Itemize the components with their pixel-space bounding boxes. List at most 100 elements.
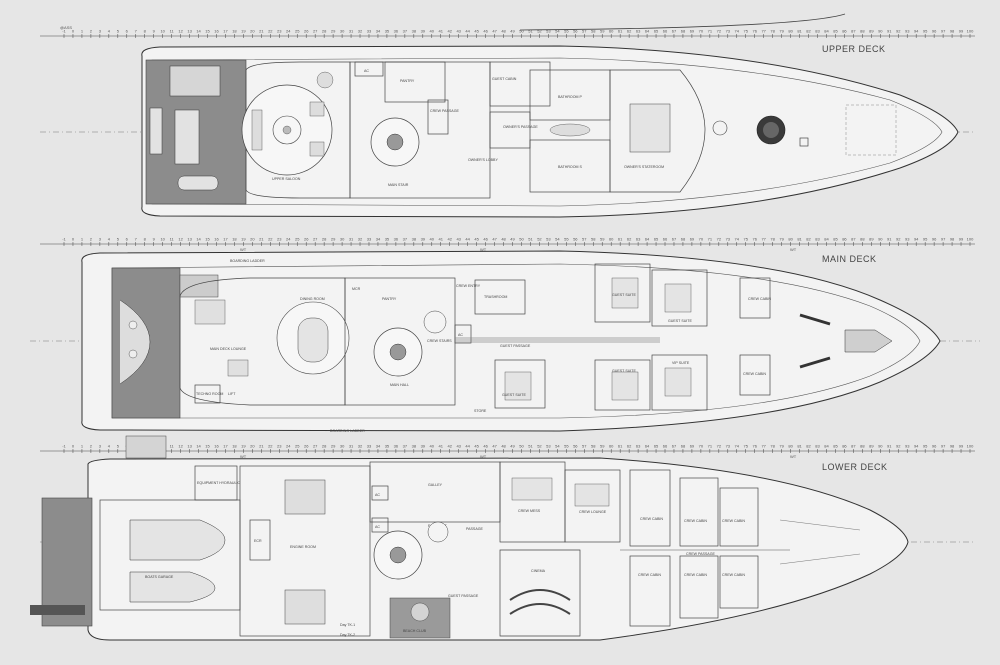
ruler-tick-label: 9 [153,29,156,34]
upper-owners-lobby-label: OWNER'S LOBBY [468,158,498,162]
lower-crew-cabin-a [629,469,671,547]
lower-tender-boat [129,519,226,561]
main-suite-bed [611,277,639,309]
ruler-tick-label: 52 [537,444,542,449]
ruler-tick-label: 29 [331,237,336,242]
ruler-tick-label: 3 [99,444,102,449]
upper-owners-stateroom [609,69,706,193]
main-stair-well [389,343,407,361]
ruler-tick-label: 94 [914,237,919,242]
ruler-tick-label: 8 [144,29,147,34]
ruler-tick-label: 67 [672,444,677,449]
ruler-tick-label: 93 [905,444,910,449]
ruler-tick-label: 81 [797,237,802,242]
ruler-tick-label: 98 [950,237,955,242]
ruler-tick-label: 0 [72,444,75,449]
ruler-tick-label: 97 [941,444,946,449]
ruler-tick-label: 58 [591,29,596,34]
ruler-tick-label: 75 [744,29,749,34]
ruler-tick-label: 87 [851,29,856,34]
upper-salon-table-center [282,125,292,135]
ruler-tick-label: 32 [358,29,363,34]
upper-owner-bath-tub [549,123,591,137]
ruler-tick-label: 92 [896,237,901,242]
ruler-tick-label: 3 [99,237,102,242]
main-trash-label: TRASHROOM [484,295,507,299]
upper-deck: UPPER DECK UPPER SALOON AC PANTRY MAIN S… [40,44,975,218]
upper-deck-title: UPPER DECK [822,44,886,54]
lower-crew-lounge [564,469,621,543]
main-crew-stairs-label: CREW STAIRS [427,339,452,343]
ruler-tick-label: 73 [726,444,731,449]
ruler-tick-label: 84 [824,237,829,242]
ruler-tick-label: 86 [842,29,847,34]
ruler-tick-label: 37 [403,444,408,449]
lower-crew-mess-label: CREW MESS [518,509,541,513]
ruler-tick-label: 23 [277,237,282,242]
ruler-tick-label: 67 [672,237,677,242]
ruler-tick-label: 41 [439,29,444,34]
ruler-tick-label: 29 [331,444,336,449]
main-hall-label: MAIN HALL [390,383,409,387]
ruler-tick-label: 26 [304,29,309,34]
ruler-tick-label: 38 [412,29,417,34]
ruler-tick-label: 80 [788,237,793,242]
ruler-tick-label: 35 [385,29,390,34]
ruler-tick-label: 85 [833,444,838,449]
ruler-tick-label: 90 [878,237,883,242]
main-crew-cabin-2 [739,354,771,396]
ruler-tick-label: 73 [726,29,731,34]
upper-pantry [384,61,446,103]
ruler-tick-label: 10 [160,29,165,34]
ruler-tick-label: 60 [609,29,614,34]
upper-stair-well [386,133,404,151]
ruler-tick-label: 20 [250,29,255,34]
ruler-tick-label: 96 [932,29,937,34]
lower-crew-cabin-f-label: CREW CABIN [722,573,745,577]
lower-ac-1-label: AC [375,493,380,497]
ruler-tick-label: 77 [761,444,766,449]
ruler-tick-label: 20 [250,237,255,242]
ruler-tick-label: 33 [367,444,372,449]
ruler-tick-label: 99 [959,237,964,242]
ruler-tick-label: 33 [367,29,372,34]
main-aft-stool [128,349,138,359]
ruler-tick-label: 26 [304,444,309,449]
ruler-tick-label: 12 [178,29,183,34]
ruler-tick-label: 4 [108,29,111,34]
lower-guest-passage-label: GUEST PASSAGE [448,594,479,598]
ruler-tick-label: 83 [815,29,820,34]
ruler-tick-label: 73 [726,237,731,242]
ruler-tick-label: 88 [860,237,865,242]
ruler-tick-label: 92 [896,29,901,34]
ruler-tick-label: 42 [447,29,452,34]
ruler-tick-label: 9 [153,237,156,242]
ruler-tick-label: 74 [735,29,740,34]
ruler-tick-label: 30 [340,29,345,34]
upper-salon-sofa [251,109,263,151]
upper-salon-chair [316,71,334,89]
ruler-tick-label: 53 [546,444,551,449]
ruler-tick-label: -1 [62,237,66,242]
ruler-tick-label: 11 [170,237,175,242]
ruler-tick-label: 72 [717,29,722,34]
lower-crew-lounge-sofa [574,483,610,507]
main-vip-suite [651,354,708,411]
ruler-tick-label: 36 [394,29,399,34]
ruler-wt-label: WT [480,454,487,459]
ruler-tick-label: 68 [681,237,686,242]
ruler-tick-label: 100 [967,237,974,242]
ruler-tick-label: 63 [636,29,641,34]
main-guest-suite-1 [594,263,651,323]
lower-beach-club-label: BEACH CLUB [403,629,427,633]
ruler-tick-label: 0 [72,29,75,34]
ruler-tick-label: 90 [878,29,883,34]
main-dining-label: DINING ROOM [300,297,325,301]
lower-engine-room [239,465,371,637]
ruler-tick-label: 12 [178,444,183,449]
main-guest-passage-label: GUEST PASSAGE [500,344,531,348]
ruler-tick-label: 22 [268,237,273,242]
ruler-tick-label: 55 [564,237,569,242]
main-crew-cabin-1-label: CREW CABIN [748,297,771,301]
ruler-tick-label: 49 [510,237,515,242]
